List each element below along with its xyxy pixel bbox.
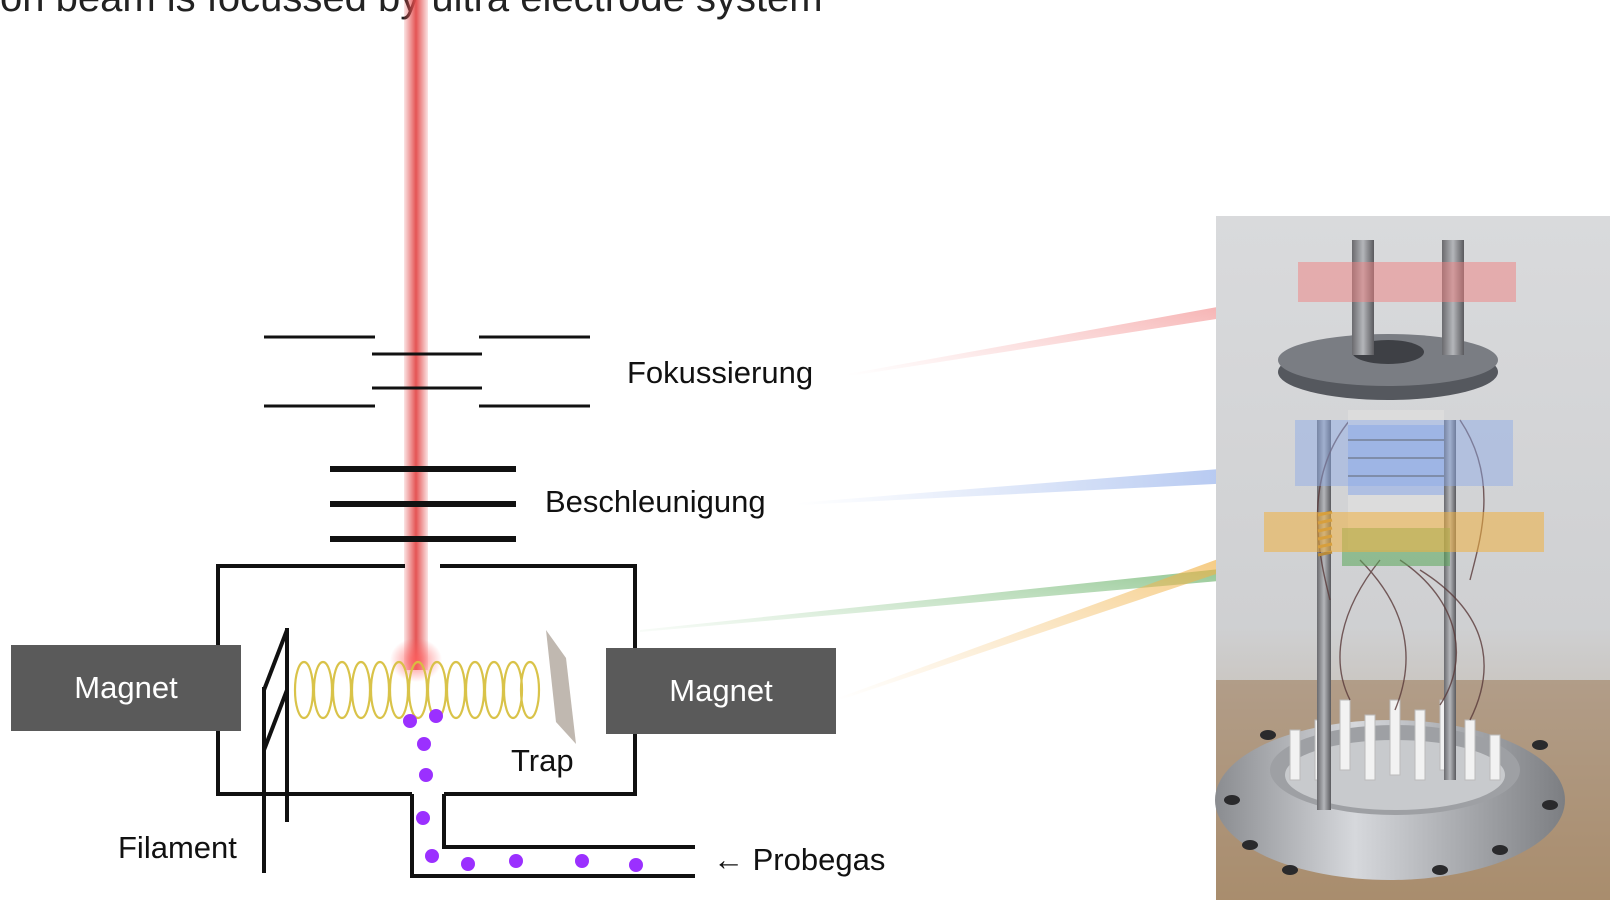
magnet-left-label: Magnet xyxy=(74,670,178,705)
focusing-electrodes xyxy=(264,335,590,408)
ray-trap xyxy=(838,540,1270,700)
highlight-acceleration xyxy=(1295,420,1513,486)
label-focusing: Fokussierung xyxy=(627,355,814,390)
ion-beam xyxy=(404,0,428,670)
magnet-left: Magnet xyxy=(11,645,241,731)
electron-helix xyxy=(293,660,541,720)
ray-ionization xyxy=(640,556,1344,632)
ion-beam-origin-glow xyxy=(390,638,442,682)
highlight-trap xyxy=(1264,512,1544,552)
gas-particles xyxy=(403,709,643,872)
magnet-right-label: Magnet xyxy=(669,673,773,708)
acceleration-electrodes xyxy=(330,466,516,542)
label-sample-gas: ← Probegas xyxy=(713,842,886,877)
trap-plate xyxy=(546,630,576,744)
filament xyxy=(262,628,289,873)
ray-acceleration xyxy=(796,463,1294,505)
ray-focusing xyxy=(848,292,1300,376)
magnet-right: Magnet xyxy=(606,648,836,734)
label-trap: Trap xyxy=(511,743,574,778)
ion-source-photo xyxy=(1215,216,1610,900)
label-filament: Filament xyxy=(118,830,237,865)
highlight-focusing xyxy=(1298,262,1516,302)
label-acceleration: Beschleunigung xyxy=(545,484,766,519)
